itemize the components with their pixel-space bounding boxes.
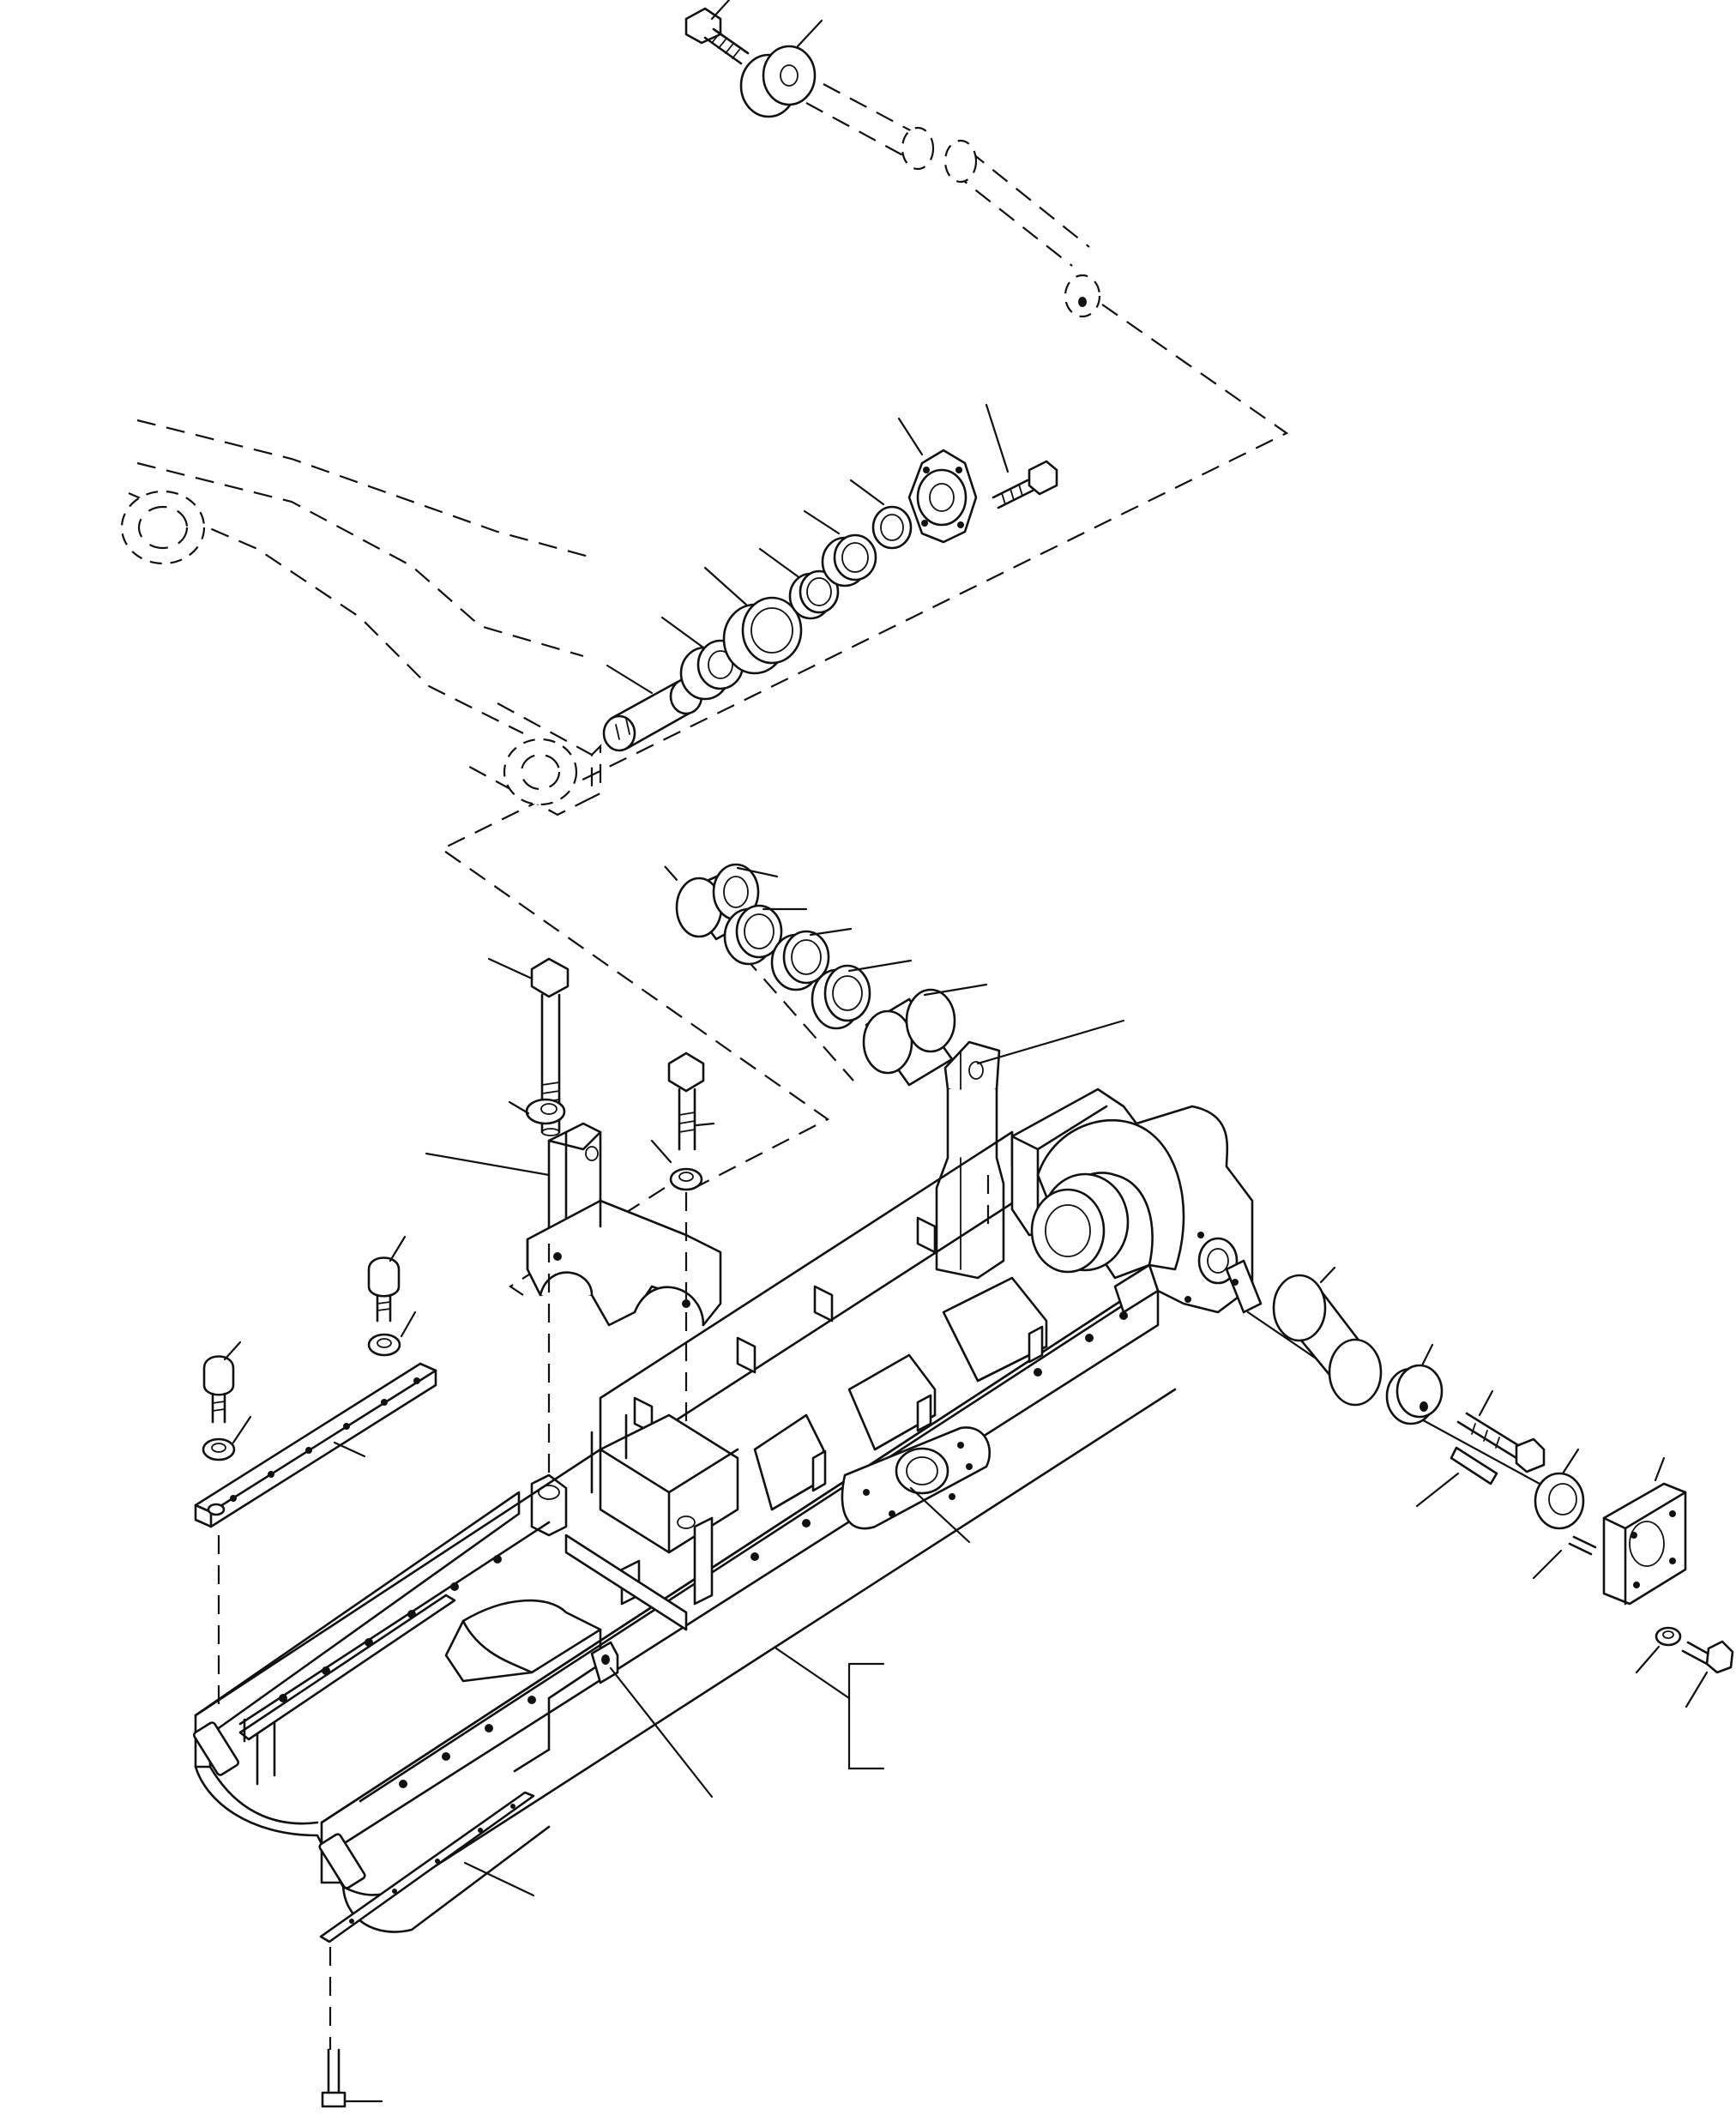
top-end-cap xyxy=(739,19,823,118)
pivot-bearing xyxy=(703,566,803,675)
pivot-bushing-2 xyxy=(849,479,913,550)
right-cap-bolt xyxy=(1681,1640,1734,1708)
bushing-row-3 xyxy=(770,927,853,991)
bushing-row-2 xyxy=(723,904,808,966)
right-washer xyxy=(1534,1448,1585,1530)
right-cover-plate xyxy=(1602,1456,1687,1606)
bottom-bolt xyxy=(321,2048,383,2108)
dashed-swing-arm xyxy=(120,419,602,816)
bottom-strip xyxy=(319,1791,535,1943)
long-bolt-washer xyxy=(508,1098,566,1125)
socket-bolt-1 xyxy=(367,1235,407,1323)
top-dashed-pin xyxy=(805,83,1101,318)
right-shaft-bolt xyxy=(1456,1389,1546,1473)
socket-bolt-2 xyxy=(202,1341,242,1424)
right-disc xyxy=(1385,1343,1444,1425)
bushing-row-1 xyxy=(675,863,779,941)
pivot-seal-1 xyxy=(758,547,840,620)
short-hex-bolt xyxy=(667,1051,715,1151)
pivot-seal-2 xyxy=(803,509,877,587)
pivot-flange-bolt xyxy=(985,403,1058,509)
long-hex-bolt xyxy=(487,957,570,1136)
top-bolt xyxy=(684,0,750,65)
bushing-row-sleeve xyxy=(862,983,988,1087)
socket-bolt-2-washer xyxy=(202,1415,252,1461)
track-frame xyxy=(192,1130,1177,1933)
sprocket-housing xyxy=(1010,1088,1263,1314)
short-bolt-washer xyxy=(650,1139,703,1191)
socket-bolt-1-washer xyxy=(367,1311,417,1357)
slotted-bar xyxy=(194,1362,437,1528)
right-dowel xyxy=(1532,1535,1597,1580)
saddle-bracket xyxy=(425,1122,722,1327)
right-upright-bracket xyxy=(935,1019,1125,1280)
bushing-row-4 xyxy=(811,959,913,1030)
right-sleeve xyxy=(1272,1266,1383,1407)
right-pin xyxy=(1415,1446,1498,1508)
pivot-flange xyxy=(897,417,978,544)
vertical-dash-dot-guides xyxy=(217,1175,990,2050)
right-lock-washer xyxy=(1635,1626,1682,1674)
